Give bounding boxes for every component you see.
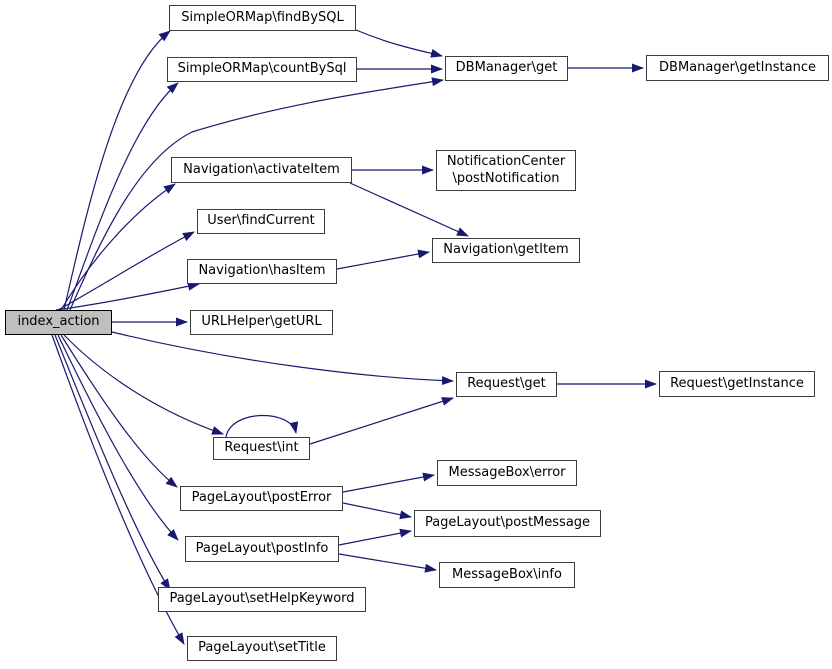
node-request-int[interactable]: Request\int — [213, 437, 310, 460]
node-dbmanager-getinstance[interactable]: DBManager\getInstance — [646, 55, 829, 81]
node-navigation-getitem[interactable]: Navigation\getItem — [432, 238, 580, 263]
edge-pagelayout-posterror-to-pagelayout-postmessage — [342, 502, 412, 520]
edge-index-action-to-simpleormap-countbysql — [66, 82, 179, 311]
node-simpleormap-countbysql[interactable]: SimpleORMap\countBySql — [167, 57, 357, 82]
node-navigation-activateitem[interactable]: Navigation\activateItem — [171, 157, 352, 183]
node-pagelayout-sethelpkeyword[interactable]: PageLayout\setHelpKeyword — [158, 587, 366, 612]
edge-index-action-to-simpleormap-findbysql — [63, 30, 171, 311]
edge-pagelayout-postinfo-to-messagebox-info — [338, 553, 437, 573]
edge-index-action-to-pagelayout-sethelpkeyword — [54, 334, 171, 591]
edge-navigation-hasitem-to-navigation-getitem — [336, 249, 430, 270]
edge-pagelayout-posterror-to-messagebox-error — [342, 472, 435, 493]
node-messagebox-error[interactable]: MessageBox\error — [437, 460, 577, 486]
edge-index-action-to-user-findcurrent — [57, 231, 195, 311]
node-simpleormap-findbysql[interactable]: SimpleORMap\findBySQL — [169, 5, 356, 31]
edge-pagelayout-postinfo-to-pagelayout-postmessage — [338, 528, 412, 546]
node-pagelayout-posterror[interactable]: PageLayout\postError — [180, 486, 343, 511]
edge-index-action-to-pagelayout-posterror — [60, 334, 178, 488]
node-messagebox-info[interactable]: MessageBox\info — [439, 562, 575, 588]
edge-request-int-to-request-int — [225, 414, 299, 438]
edge-index-action-to-navigation-activateitem — [60, 183, 176, 311]
node-navigation-hasitem[interactable]: Navigation\hasItem — [187, 259, 337, 284]
node-urlhelper-geturl[interactable]: URLHelper\getURL — [190, 310, 333, 335]
edge-index-action-to-pagelayout-postinfo — [57, 334, 179, 541]
edge-index-action-to-request-int — [63, 334, 224, 435]
edge-simpleormap-findbysql-to-dbmanager-get — [355, 29, 443, 58]
node-user-findcurrent[interactable]: User\findCurrent — [197, 209, 325, 234]
node-pagelayout-postmessage[interactable]: PageLayout\postMessage — [414, 510, 601, 537]
node-notificationcenter-postnotification[interactable]: NotificationCenter \postNotification — [436, 150, 576, 191]
edge-index-action-to-navigation-hasitem — [55, 281, 200, 311]
node-request-get[interactable]: Request\get — [456, 372, 557, 397]
edge-index-action-to-request-get — [111, 331, 454, 386]
node-dbmanager-get[interactable]: DBManager\get — [445, 56, 568, 81]
edge-request-int-to-request-get — [309, 397, 454, 445]
node-index-action: index_action — [5, 310, 112, 335]
node-request-getinstance[interactable]: Request\getInstance — [659, 371, 815, 397]
node-pagelayout-settitle[interactable]: PageLayout\setTitle — [187, 636, 337, 661]
node-pagelayout-postinfo[interactable]: PageLayout\postInfo — [185, 536, 339, 562]
